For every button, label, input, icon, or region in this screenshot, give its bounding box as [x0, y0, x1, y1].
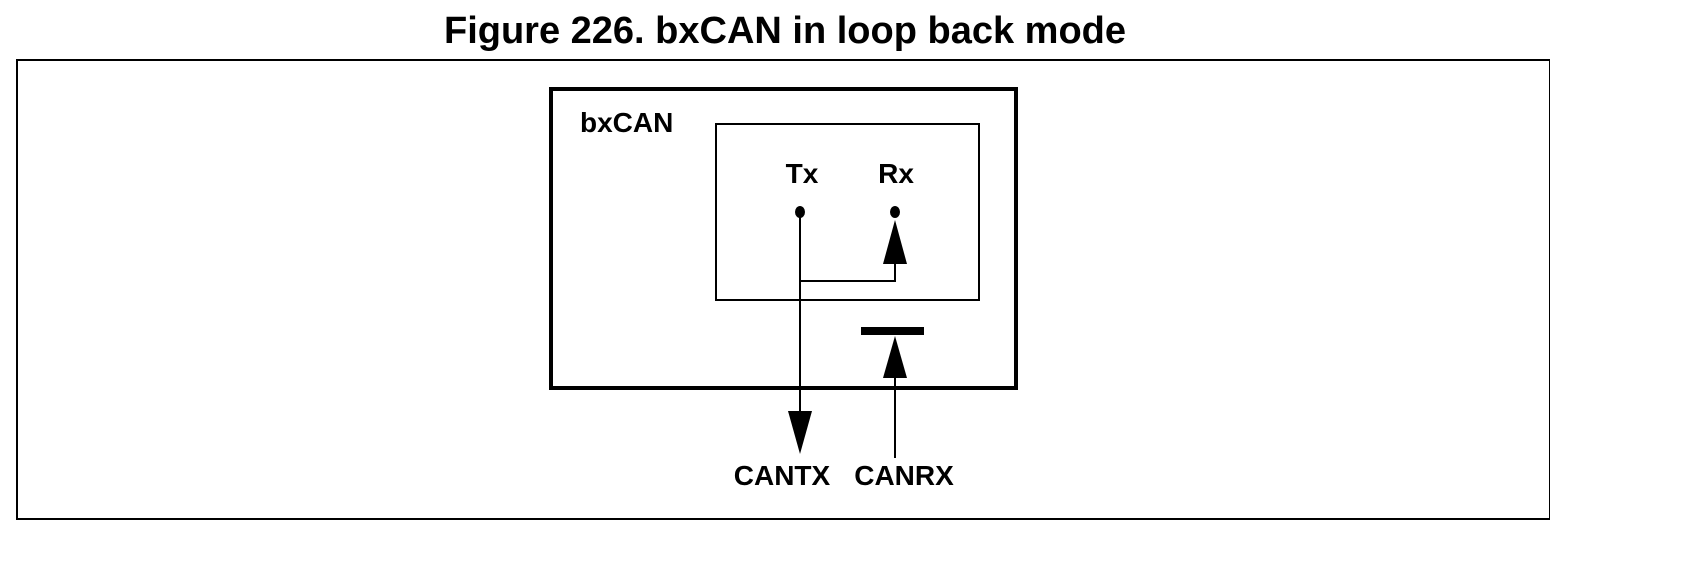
- canrx-block-bar: [861, 327, 924, 335]
- cantx-arrowhead: [788, 411, 812, 454]
- core-box: [715, 123, 980, 301]
- tx-label: Tx: [786, 158, 819, 189]
- canrx-arrowhead: [883, 336, 907, 378]
- cantx-label: CANTX: [734, 460, 831, 491]
- figure-title: Figure 226. bxCAN in loop back mode: [443, 10, 1126, 52]
- rx-label: Rx: [878, 158, 914, 189]
- bxcan-label: bxCAN: [580, 107, 673, 138]
- canrx-label: CANRX: [854, 460, 954, 491]
- rx-arrowhead: [883, 220, 907, 264]
- loopback-path: [800, 262, 896, 282]
- rx-terminal-dot: [890, 206, 900, 218]
- bxcan-block: [549, 87, 1018, 390]
- figure-frame: [16, 59, 1550, 520]
